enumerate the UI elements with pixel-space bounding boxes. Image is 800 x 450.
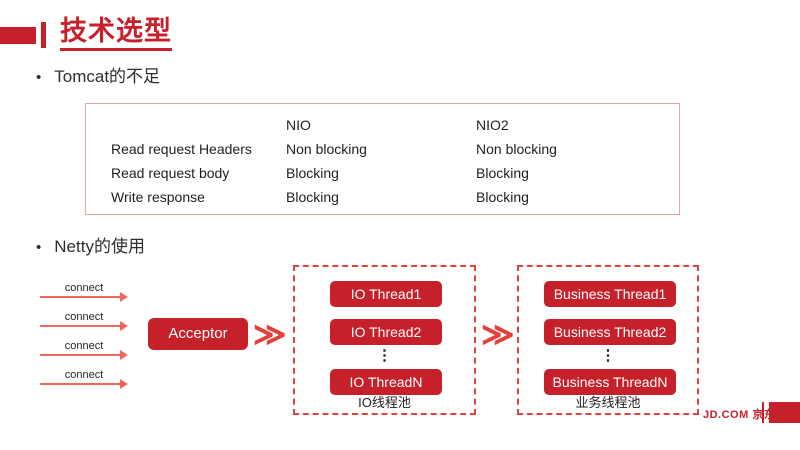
- table-header-nio: NIO: [286, 117, 311, 133]
- table-cell: Write response: [111, 189, 205, 205]
- table-cell: Read request Headers: [111, 141, 252, 157]
- title-accent-bar: [0, 27, 36, 44]
- io-thread-node: IO Thread1: [330, 281, 442, 307]
- table-header-row: NIO NIO2: [86, 113, 679, 137]
- page-title: 技术选型: [60, 15, 172, 51]
- io-pool-label: IO线程池: [358, 395, 411, 410]
- connect-label: connect: [64, 340, 104, 352]
- business-thread-node: Business Thread2: [544, 319, 676, 345]
- table-cell: Non blocking: [476, 141, 557, 157]
- business-thread-node: Business Thread1: [544, 281, 676, 307]
- right-arrow-icon: [40, 379, 128, 389]
- acceptor-node: Acceptor: [148, 318, 248, 350]
- business-thread-node: Business ThreadN: [544, 369, 676, 395]
- bullet-netty: Netty的使用: [36, 236, 145, 259]
- connect-arrow: connect: [40, 282, 128, 302]
- right-arrow-icon: [40, 321, 128, 331]
- io-thread-pool: IO Thread1 IO Thread2 ⋮ IO ThreadN IO线程池: [293, 265, 476, 415]
- double-chevron-icon: ≫: [253, 316, 287, 352]
- business-pool-label: 业务线程池: [575, 395, 641, 410]
- table-cell: Blocking: [286, 189, 339, 205]
- double-chevron-icon: ≫: [481, 316, 515, 352]
- table-header-empty: [111, 113, 286, 137]
- connect-label: connect: [64, 282, 104, 294]
- connect-label: connect: [64, 311, 104, 323]
- footer-red-block: [769, 402, 800, 423]
- connect-arrow: connect: [40, 311, 128, 331]
- bullet-tomcat: Tomcat的不足: [36, 66, 160, 89]
- table-row: Read request Headers Non blocking Non bl…: [86, 137, 679, 161]
- right-arrow-icon: [40, 292, 128, 302]
- title-accent-tick: [41, 22, 46, 48]
- right-arrow-icon: [40, 350, 128, 360]
- connect-arrow: connect: [40, 340, 128, 360]
- table-row: Read request body Blocking Blocking: [86, 161, 679, 185]
- table-cell: Read request body: [111, 165, 230, 181]
- io-thread-node: IO ThreadN: [330, 369, 442, 395]
- table-cell: Non blocking: [286, 141, 367, 157]
- table-cell: Blocking: [476, 189, 529, 205]
- io-thread-node: IO Thread2: [330, 319, 442, 345]
- business-thread-pool: Business Thread1 Business Thread2 ⋮ Busi…: [517, 265, 699, 415]
- nio-comparison-table: NIO NIO2 Read request Headers Non blocki…: [85, 103, 680, 215]
- table-row: Write response Blocking Blocking: [86, 185, 679, 209]
- vertical-ellipsis-icon: ⋮: [377, 347, 392, 364]
- table-cell: Blocking: [286, 165, 339, 181]
- footer-divider: [762, 402, 764, 423]
- vertical-ellipsis-icon: ⋮: [600, 347, 616, 364]
- connect-arrow: connect: [40, 369, 128, 389]
- table-header-nio2: NIO2: [476, 117, 509, 133]
- table-cell: Blocking: [476, 165, 529, 181]
- jd-logo: JD.COM 京东: [703, 409, 776, 421]
- connect-label: connect: [64, 369, 104, 381]
